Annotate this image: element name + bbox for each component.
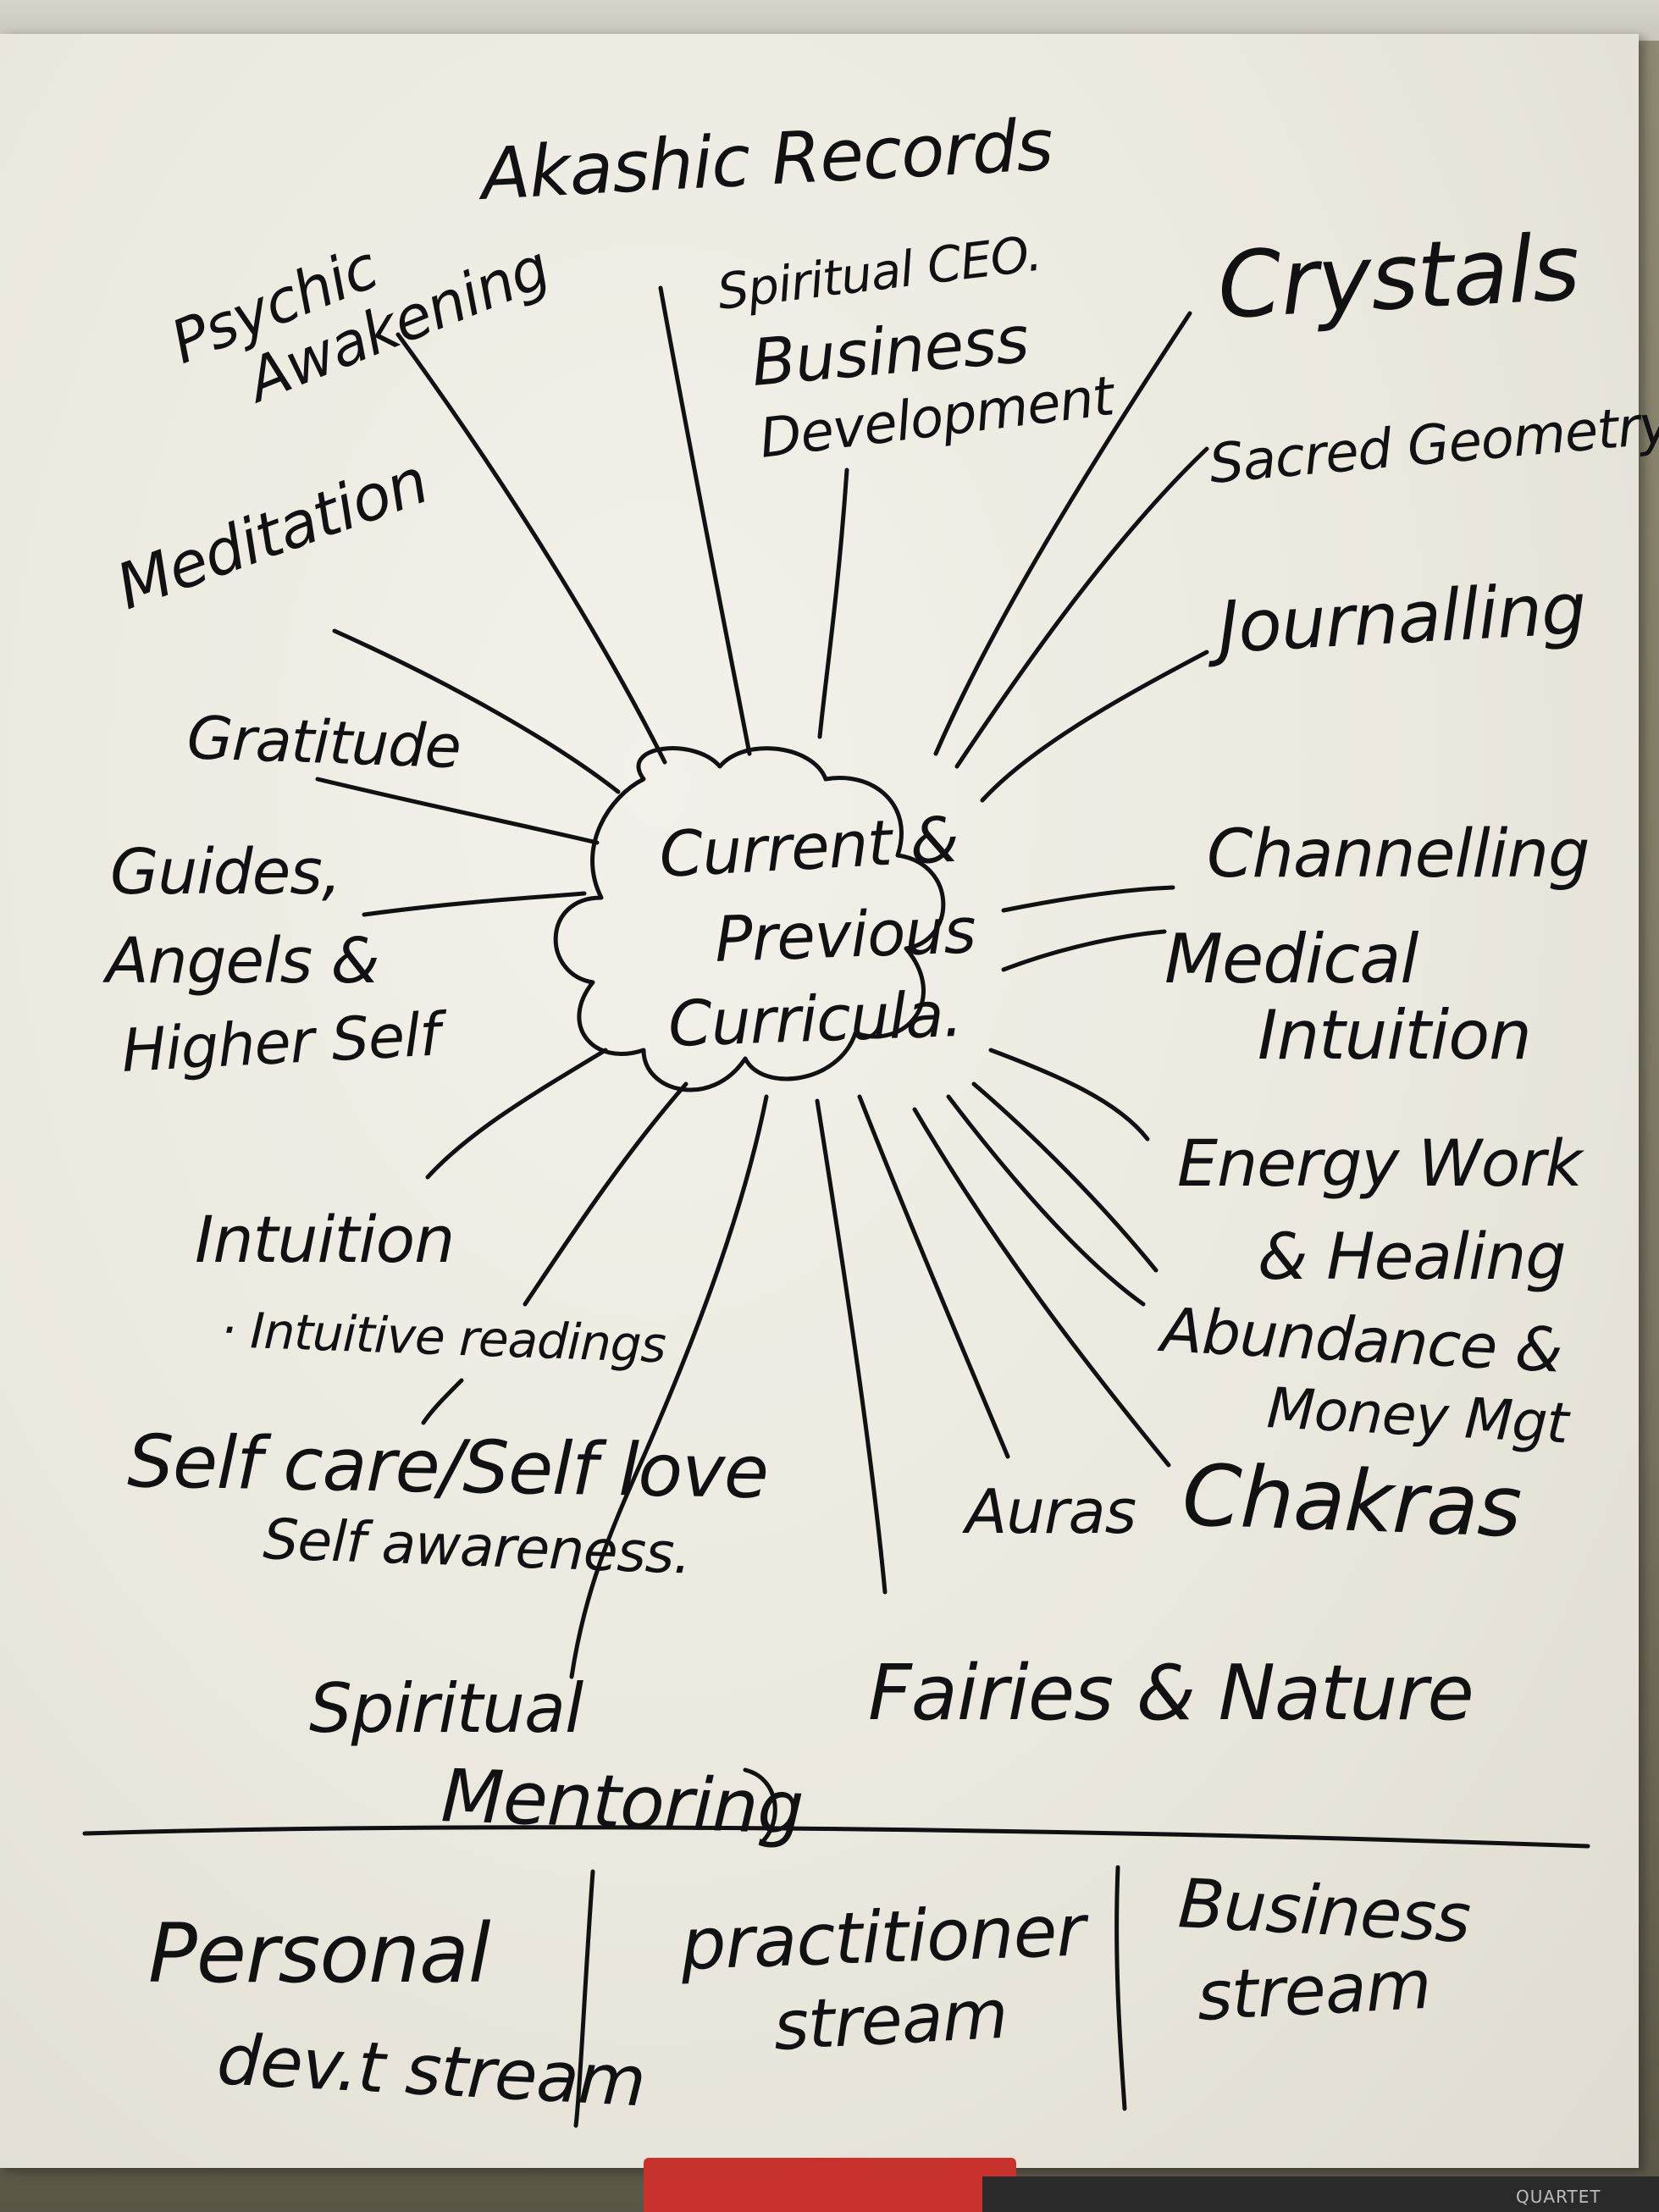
spoke-chakras-2	[946, 1094, 1146, 1307]
horizontal-divider	[82, 1825, 1590, 1849]
spoke-psychic	[395, 332, 667, 765]
whiteboard-tray	[982, 2176, 1659, 2212]
stream-business-2: stream	[1195, 1945, 1433, 2036]
topic-crystals: Crystals	[1215, 215, 1582, 340]
stream-dividers	[82, 1767, 1590, 2128]
topic-guides-2: Angels &	[102, 925, 379, 998]
topic-guides-1: Guides,	[110, 836, 340, 909]
center-line-1: Current &	[657, 804, 959, 892]
topic-sacred: Sacred Geometry	[1207, 393, 1659, 495]
topic-abundance-2: Money Mgt	[1265, 1375, 1572, 1457]
topic-intuition: Intuition	[195, 1202, 454, 1277]
topic-guides-3: Higher Self	[120, 999, 451, 1086]
topic-akashic: Akashic Records	[475, 103, 1054, 216]
stream-labels: Personal dev.t stream practitioner strea…	[148, 1864, 1472, 2122]
spoke-intuition	[425, 1048, 608, 1180]
topic-auras: Auras	[962, 1476, 1136, 1547]
red-clip	[644, 2158, 1016, 2212]
center-line-2: Previous	[714, 894, 976, 976]
topic-channelling: Channelling	[1207, 816, 1590, 893]
spoke-channelling	[1001, 885, 1175, 913]
spoke-sacred	[954, 446, 1209, 769]
topic-medical-1: Medical	[1164, 920, 1418, 998]
spoke-chakras	[912, 1107, 1171, 1468]
spoke-spiritual-ceo-right	[817, 467, 849, 739]
brand-label: QUARTET	[1516, 2187, 1601, 2207]
spoke-gratitude	[315, 777, 600, 845]
topic-selfcare-2: Self awareness.	[262, 1507, 691, 1587]
stream-practitioner-2: stream	[771, 1975, 1009, 2065]
topic-abundance-1: Abundance &	[1156, 1294, 1563, 1386]
spoke-selfcare-tick	[421, 1378, 464, 1425]
topic-journalling: Journalling	[1204, 567, 1588, 669]
center-line-3: Curricula.	[667, 978, 964, 1061]
topic-energy-1: Energy Work	[1177, 1125, 1584, 1201]
topic-gratitude: Gratitude	[185, 703, 462, 782]
vertical-divider-left	[573, 1869, 595, 2128]
spoke-guides	[362, 891, 587, 917]
topic-meditation: Meditation	[108, 445, 437, 624]
spoke-readings	[523, 1081, 688, 1307]
spoke-abundance	[971, 1081, 1159, 1273]
topic-mentoring-2: Mentoring	[440, 1754, 805, 1851]
topic-labels: Akashic Records Psychic Awakening Spirit…	[102, 103, 1659, 1851]
topic-chakras: Chakras	[1181, 1446, 1523, 1557]
topic-selfcare-1: Self care/Self love	[127, 1419, 769, 1515]
center-cloud	[553, 746, 946, 1092]
spoke-meditation	[332, 628, 621, 794]
spoke-journalling	[980, 650, 1209, 803]
topic-fairies: Fairies & Nature	[868, 1649, 1474, 1738]
center-label: Current & Previous Curricula.	[657, 804, 976, 1061]
topic-energy-2: & Healing	[1258, 1219, 1566, 1294]
topic-intuitive-readings: · Intuitive readings	[220, 1301, 667, 1374]
spoke-selfcare	[569, 1094, 769, 1679]
stream-practitioner-1: practitioner	[678, 1888, 1090, 1986]
spoke-medical	[1001, 929, 1167, 972]
vertical-divider-right	[1114, 1865, 1127, 2111]
spoke-crystals	[933, 311, 1192, 756]
mentoring-hook	[743, 1767, 777, 1844]
spoke-fairies	[815, 1098, 888, 1595]
spokes	[315, 285, 1209, 1679]
stream-personal-1: Personal	[148, 1906, 491, 2001]
topic-mentoring-1: Spiritual	[309, 1669, 583, 1748]
stream-business-1: Business	[1176, 1864, 1472, 1958]
spoke-auras	[857, 1094, 1010, 1459]
spoke-spiritual-ceo-left	[658, 285, 752, 756]
topic-medical-2: Intuition	[1258, 996, 1531, 1075]
spoke-energy	[988, 1048, 1150, 1142]
